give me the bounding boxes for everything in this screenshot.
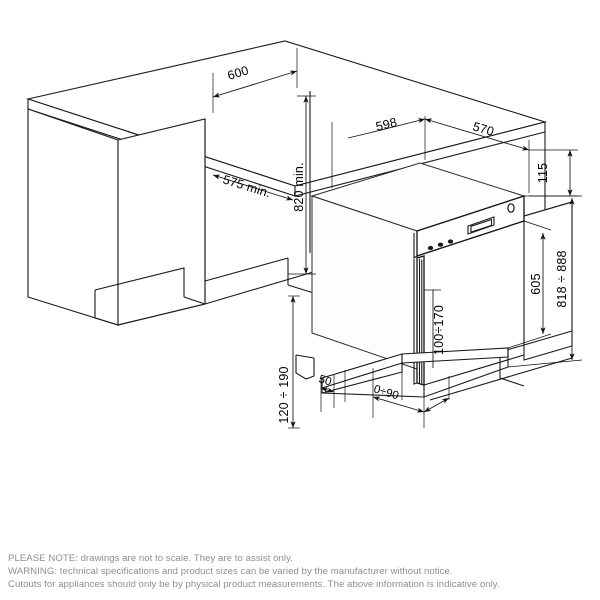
dim-line-50: [320, 387, 335, 393]
niche-floor-line: [204, 269, 321, 305]
dim-line-598: [368, 118, 426, 134]
dim-label-120-190: 120 ÷ 190: [277, 366, 291, 423]
control-panel-top-edge: [416, 195, 525, 232]
dimension-annotations: 600 575 min. 820 min. 598 570 115: [212, 48, 583, 429]
dim-label-820min: 820 min.: [292, 162, 306, 212]
note-3-text: Cutouts for appliances should only be by…: [8, 579, 500, 591]
dim-line-plinth-tick: [423, 397, 450, 413]
appliance-foot-bracket-top: [295, 354, 315, 359]
dishwasher-appliance: [295, 162, 526, 398]
door-lower-return: [423, 354, 525, 386]
dim-line-600: [212, 70, 298, 98]
left-cabinet-plinth-base-line: [183, 296, 206, 305]
footer-notes: PLEASE NOTE: drawings are not to scale. …: [8, 552, 594, 592]
ext-605-top: [523, 220, 552, 231]
dim-line-598-tail: [347, 132, 370, 139]
note-2-text: technical specifications and product siz…: [59, 566, 453, 578]
dim-line-0-90: [372, 396, 425, 413]
left-cabinet-plinth-front: [94, 290, 119, 326]
right-cabinet-plinth-top: [499, 330, 573, 353]
note-1-label: PLEASE NOTE:: [8, 553, 78, 564]
note-1-text: drawings are not to scale. They are to a…: [80, 553, 293, 564]
right-cabinet-top-edge: [523, 201, 573, 217]
dim-label-600: 600: [226, 63, 251, 83]
dim-label-598: 598: [374, 115, 398, 134]
ext-818-bottom: [507, 359, 583, 368]
dim-line-570: [424, 118, 530, 151]
control-panel-left-return: [413, 233, 418, 260]
control-button-2[interactable]: [437, 242, 444, 247]
right-cabinet-floor-line: [429, 357, 573, 401]
note-line-3: Cutouts for appliances should only be by…: [8, 578, 594, 591]
note-line-1: PLEASE NOTE: drawings are not to scale. …: [8, 552, 594, 565]
dim-label-100-170: 100÷170: [432, 305, 446, 355]
dim-label-605: 605: [529, 273, 543, 294]
control-button-3[interactable]: [447, 239, 454, 244]
left-cabinet-side-face: [117, 118, 206, 326]
control-panel-buttons-group[interactable]: [427, 239, 454, 251]
door-front-panel[interactable]: [416, 255, 425, 386]
niche-rear-lower-edge: [204, 257, 289, 282]
dim-label-570: 570: [471, 119, 495, 138]
door-panel-left-fold: [413, 259, 418, 385]
dim-label-818-888: 818 ÷ 888: [555, 250, 569, 307]
control-button-1[interactable]: [427, 245, 434, 251]
note-line-2: WARNING: technical specifications and pr…: [8, 565, 594, 578]
appliance-foot-bracket: [295, 355, 315, 380]
left-cabinet-plinth-side: [94, 267, 185, 297]
note-2-label: WARNING:: [8, 566, 58, 578]
left-cabinet-plinth-bottom-edge: [117, 303, 206, 326]
left-cabinet-front-face: [27, 108, 119, 326]
control-panel-bottom-edge: [416, 220, 525, 257]
control-panel-knob[interactable]: [507, 203, 515, 213]
dim-label-50: 50: [317, 373, 333, 388]
dim-label-115: 115: [536, 163, 550, 184]
dim-label-0-90: 0÷90: [372, 383, 400, 402]
right-cabinet-lower-plinth: [499, 352, 525, 387]
control-panel-display-inner: [470, 218, 493, 233]
dim-line-575: [212, 174, 294, 201]
ext-605-bottom: [507, 333, 552, 349]
